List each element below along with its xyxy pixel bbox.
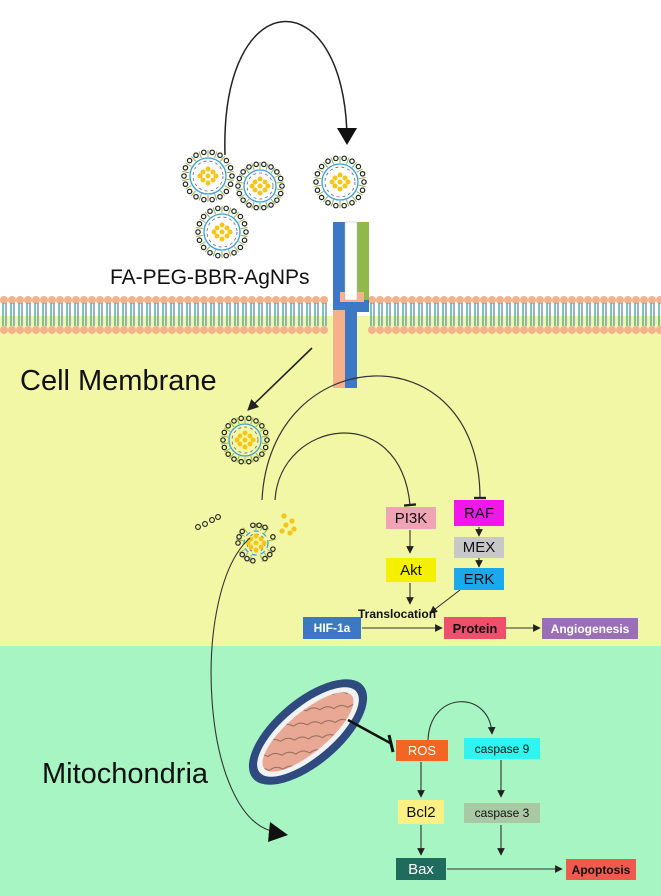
nanoparticle-endosome [220,415,270,465]
inhibit-pi3k-arc [274,432,417,507]
lipid-bilayer-membrane [0,296,661,334]
erk-node: ERK [454,568,504,590]
nanoparticle-1 [181,149,235,203]
bcl2-node: Bcl2 [398,800,444,824]
uptake-arc-arrow [224,20,348,156]
angiogenesis-node: Angiogenesis [542,618,638,639]
erk-protein-arrow [429,589,461,614]
nanoparticle-degraded [235,522,276,564]
akt-node: Akt [386,558,436,582]
cytoplasm-region [0,316,661,646]
to-mitochondria-arrow [210,537,277,835]
inhibit-raf-arc [261,375,487,501]
nanoparticle-2 [235,161,285,211]
nanoparticle-3 [195,205,249,259]
mex-node: MEX [454,537,504,558]
endocytosis-arrow [247,347,313,411]
hif1a-node: HIF-1a [303,617,361,639]
caspase3-node: caspase 3 [464,803,540,823]
caspase9-node: caspase 9 [464,738,540,759]
folate-receptor [333,221,369,388]
released-particles [279,513,297,536]
ros-node: ROS [396,740,448,761]
nanoparticle-label: FA-PEG-BBR-AgNPs [110,266,310,289]
apoptosis-node: Apoptosis [566,859,636,880]
nanoparticle-bound [313,155,367,209]
mitochondrion-illustration [248,679,368,785]
to-mitochondria-head [268,822,288,842]
pi3k-node: PI3K [386,507,436,529]
translocation-label: Translocation [358,607,437,621]
nanoparticles-group [181,149,367,564]
mitochondria-label: Mitochondria [42,758,209,790]
cell-membrane-label: Cell Membrane [20,365,217,397]
mito-to-ros-arrow [347,718,393,746]
raf-node: RAF [454,500,504,526]
uptake-arrowhead [337,128,357,145]
shell-fragments [195,514,221,530]
ros-caspase9-arc [427,701,496,741]
protein-node: Protein [444,617,506,639]
bax-node: Bax [396,858,446,880]
